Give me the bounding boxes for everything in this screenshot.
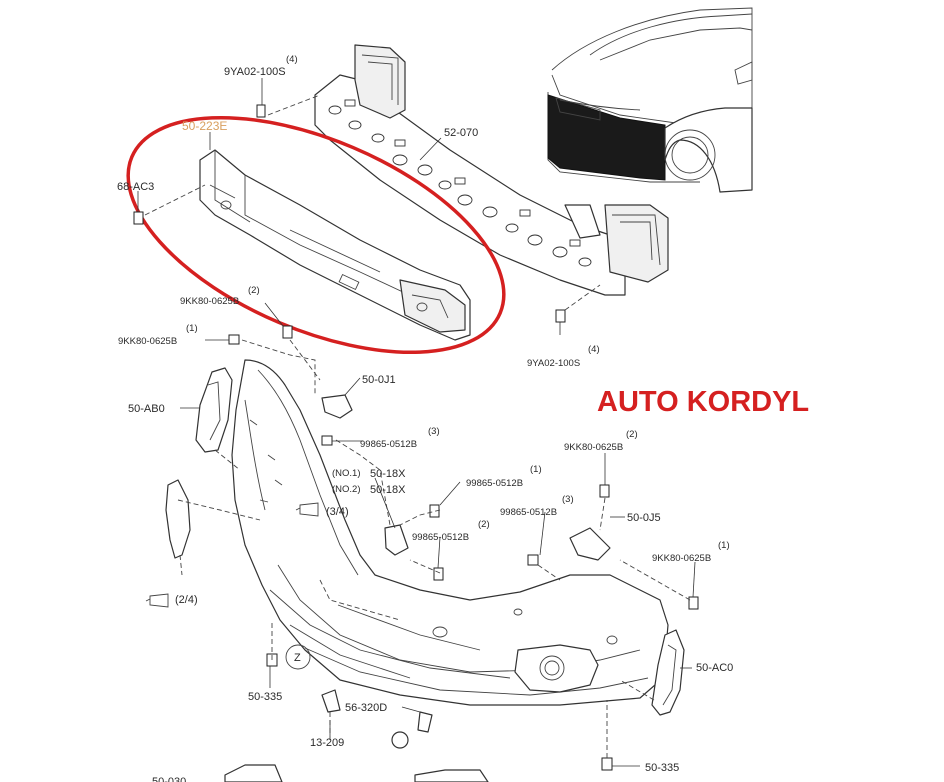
leader-lines (137, 78, 696, 767)
label-99865-d-qty: (2) (478, 519, 490, 530)
label-no1: (NO.1) (332, 468, 361, 479)
label-13-209: 13-209 (310, 737, 344, 749)
label-99865-c-qty: (3) (562, 494, 574, 505)
label-99865-0512b-c: 99865-0512B (500, 507, 557, 518)
label-50-18x-no1: 50-18X (370, 468, 406, 480)
label-50-335-b: 50-335 (645, 762, 679, 774)
label-9kk80-0625b-c: 9KK80-0625B (564, 442, 623, 453)
label-9kk80-b-qty: (2) (248, 285, 260, 296)
label-50-ac0: 50-AC0 (696, 662, 733, 674)
clip-icon (295, 502, 319, 517)
lower-part-center (414, 769, 489, 782)
label-99865-0512b-d: 99865-0512B (412, 532, 469, 543)
watermark-auto-kordyl: AUTO KORDYL (597, 386, 809, 418)
label-9kk80-0625b-a: 9KK80-0625B (118, 336, 177, 347)
view-z-circle (285, 644, 311, 670)
label-56-320d: 56-320D (345, 702, 387, 714)
label-9kk80-0625b-b: 9KK80-0625B (180, 296, 239, 307)
label-no2: (NO.2) (332, 484, 361, 495)
label-50-18x-no2: 50-18X (370, 484, 406, 496)
label-9kk80-c-qty: (2) (626, 429, 638, 440)
label-99865-0512b-b: 99865-0512B (466, 478, 523, 489)
front-bumper-cover (231, 359, 669, 706)
lower-part-left (224, 764, 283, 782)
bumper-reinforcement-52-070 (314, 44, 669, 296)
label-99865-a-qty: (3) (428, 426, 440, 437)
label-50-0j1: 50-0J1 (362, 374, 396, 386)
label-52-070: 52-070 (444, 127, 478, 139)
label-3-4: (3/4) (326, 506, 349, 518)
label-50-0j5: 50-0J5 (627, 512, 661, 524)
label-50-030: 50-030 (152, 776, 186, 782)
label-9ya02-bot-qty: (4) (588, 344, 600, 355)
side-bracket-50-ab0 (195, 367, 233, 453)
clip-icon (145, 593, 169, 608)
label-9ya02-top-qty: (4) (286, 54, 298, 65)
label-9kk80-0625b-d: 9KK80-0625B (652, 553, 711, 564)
label-9kk80-d-qty: (1) (718, 540, 730, 551)
label-9ya02-100s-top: 9YA02-100S (224, 66, 286, 78)
label-50-335-a: 50-335 (248, 691, 282, 703)
label-68-ac3: 68-AC3 (117, 181, 154, 193)
highlight-ellipse (126, 115, 506, 355)
label-9kk80-a-qty: (1) (186, 323, 198, 334)
label-9ya02-100s-bottom: 9YA02-100S (527, 358, 580, 369)
label-50-ab0: 50-AB0 (128, 403, 165, 415)
side-trim-left (165, 479, 191, 559)
label-99865-0512b-a: 99865-0512B (360, 439, 417, 450)
label-50-223e: 50-223E (182, 119, 227, 133)
label-2-4: (2/4) (175, 594, 198, 606)
label-z: Z (294, 652, 301, 664)
label-99865-b-qty: (1) (530, 464, 542, 475)
car-front-view-illustration (547, 7, 753, 193)
energy-absorber-50-223e (199, 149, 471, 341)
assembly-guide-lines (144, 94, 691, 758)
